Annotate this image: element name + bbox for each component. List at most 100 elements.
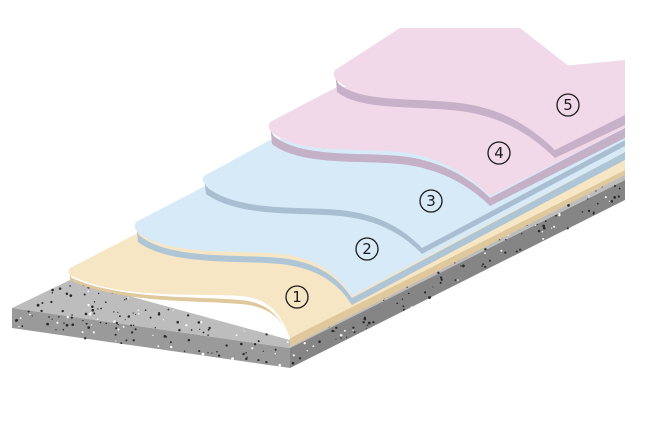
speckle-dot xyxy=(134,313,137,315)
speckle-dot xyxy=(274,348,277,351)
speckle-dot xyxy=(114,333,117,336)
speckle-dot xyxy=(125,298,128,300)
layer-number-1-ring xyxy=(285,285,309,309)
coating-layer-5 xyxy=(333,28,625,158)
speckle-dot xyxy=(31,315,33,317)
speckle-dot xyxy=(454,262,456,264)
speckle-dot xyxy=(423,291,427,294)
speckle-dot xyxy=(352,329,354,331)
speckle-dot xyxy=(83,293,86,296)
speckle-dot xyxy=(231,357,234,360)
speckle-dot xyxy=(481,265,483,267)
speckle-dot xyxy=(462,264,465,268)
speckle-dot xyxy=(97,292,100,295)
speckle-dot xyxy=(439,281,442,284)
speckle-dot xyxy=(201,352,205,356)
layer-5-top xyxy=(333,28,625,150)
speckle-dot xyxy=(318,340,321,343)
speckle-dot xyxy=(185,324,188,327)
speckle-dot xyxy=(134,328,137,331)
speckle-dot xyxy=(245,357,248,361)
speckle-dot xyxy=(100,307,102,310)
speckle-dot xyxy=(333,330,335,332)
speckle-dot xyxy=(118,315,121,318)
speckle-dot xyxy=(93,301,96,303)
speckle-dot xyxy=(97,308,99,310)
speckle-dot xyxy=(482,263,485,266)
speckle-dot xyxy=(123,299,126,301)
speckle-dot xyxy=(14,319,18,322)
speckle-dot xyxy=(500,249,503,252)
speckle-dot xyxy=(278,363,282,367)
speckle-dot xyxy=(243,330,245,332)
speckle-dot xyxy=(551,227,553,229)
substrate-side-face xyxy=(290,180,625,368)
speckle-dot xyxy=(99,321,102,324)
speckle-dot xyxy=(207,352,209,354)
layer-number-5-marker: 5 xyxy=(556,93,580,117)
speckle-dot xyxy=(504,251,507,254)
speckle-dot xyxy=(567,204,570,207)
speckle-dot xyxy=(440,278,443,281)
speckle-dot xyxy=(383,299,385,301)
speckle-dot xyxy=(115,340,117,342)
speckle-dot xyxy=(340,337,342,339)
speckle-dot xyxy=(484,252,486,255)
speckle-dot xyxy=(617,195,621,198)
speckle-dot xyxy=(257,359,260,362)
speckle-dot xyxy=(93,312,96,315)
speckle-dot xyxy=(303,342,306,345)
speckle-dot xyxy=(265,361,268,364)
speckle-dot xyxy=(132,324,135,327)
speckle-dot xyxy=(96,318,99,320)
speckle-dot xyxy=(596,202,599,205)
speckle-dot xyxy=(83,337,87,340)
speckle-dot xyxy=(154,327,156,329)
layer-number-2-marker: 2 xyxy=(355,237,379,261)
speckle-dot xyxy=(61,309,64,313)
speckle-dot xyxy=(555,214,558,217)
speckle-dot xyxy=(335,338,337,340)
speckle-dot xyxy=(536,223,538,225)
speckle-dot xyxy=(56,321,59,324)
speckle-dot xyxy=(69,294,73,297)
speckle-dot xyxy=(178,328,181,332)
speckle-dot xyxy=(130,324,133,327)
speckle-dot xyxy=(138,313,140,315)
speckle-dot xyxy=(186,314,190,317)
speckle-dot xyxy=(144,309,147,312)
speckle-dot xyxy=(130,331,134,334)
speckle-dot xyxy=(262,350,264,352)
speckle-dot xyxy=(211,352,213,354)
speckle-dot xyxy=(62,328,65,331)
speckle-dot xyxy=(346,336,348,339)
layer-number-5-ring xyxy=(556,93,580,117)
speckle-dot xyxy=(291,361,295,365)
speckle-dot xyxy=(488,259,491,262)
speckle-dot xyxy=(519,248,522,251)
speckle-dot xyxy=(592,211,595,214)
speckle-dot xyxy=(70,316,73,319)
speckle-dot xyxy=(484,265,487,269)
speckle-dot xyxy=(253,343,257,346)
speckle-dot xyxy=(541,231,544,233)
speckle-dot xyxy=(50,300,53,304)
speckle-dot xyxy=(207,334,209,336)
speckle-dot xyxy=(149,316,152,319)
speckle-dot xyxy=(90,311,92,314)
speckle-dot xyxy=(91,305,94,309)
speckle-dot xyxy=(216,350,218,353)
speckle-dot xyxy=(46,322,49,326)
speckle-dot xyxy=(225,344,228,347)
layer-number-3-marker: 3 xyxy=(419,189,443,213)
speckle-dot xyxy=(63,322,65,324)
speckle-dot xyxy=(132,339,135,342)
speckle-dot xyxy=(19,317,22,320)
speckle-dot xyxy=(124,319,126,321)
speckle-dot xyxy=(92,331,95,334)
speckle-dot xyxy=(117,311,119,313)
speckle-dot xyxy=(298,357,302,360)
speckle-dot xyxy=(120,342,123,345)
speckle-dot xyxy=(610,200,614,203)
speckle-dot xyxy=(157,345,160,348)
